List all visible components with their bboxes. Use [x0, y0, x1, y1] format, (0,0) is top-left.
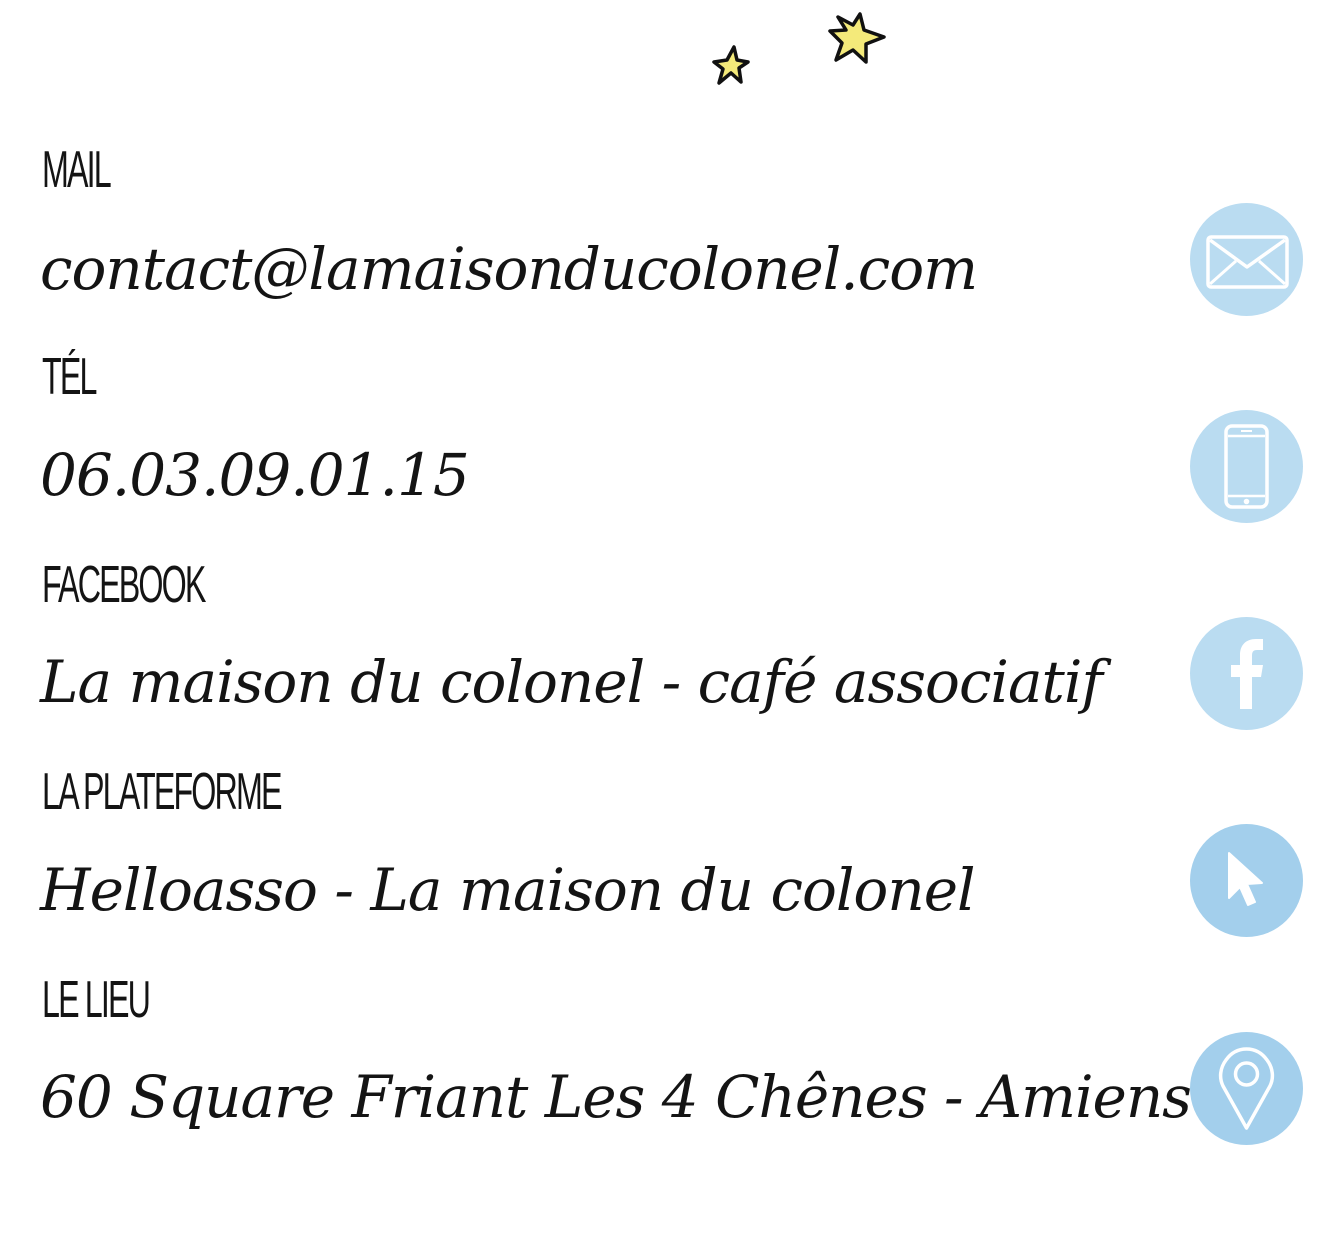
email-link[interactable]: contact@lamaisonducolonel.com	[40, 235, 978, 303]
location-label: LE LIEU	[42, 971, 151, 1029]
phone-button[interactable]	[1190, 410, 1303, 523]
facebook-link[interactable]: La maison du colonel - café associatif	[40, 648, 1103, 716]
large-star-icon	[828, 12, 886, 64]
address-link[interactable]: 60 Square Friant Les 4 Chênes - Amiens	[40, 1063, 1192, 1131]
platform-label: LA PLATEFORME	[42, 763, 282, 821]
platform-button[interactable]	[1190, 824, 1303, 937]
location-button[interactable]	[1190, 1032, 1303, 1145]
small-star-icon	[712, 45, 750, 85]
facebook-icon	[1190, 617, 1303, 730]
decorative-stars	[712, 12, 886, 85]
envelope-icon	[1190, 203, 1303, 316]
cursor-arrow-icon	[1190, 824, 1303, 937]
facebook-button[interactable]	[1190, 617, 1303, 730]
phone-number-link[interactable]: 06.03.09.01.15	[40, 441, 470, 509]
mail-label: MAIL	[42, 141, 112, 199]
email-button[interactable]	[1190, 203, 1303, 316]
facebook-label: FACEBOOK	[42, 556, 206, 614]
smartphone-icon	[1190, 410, 1303, 523]
phone-label: TÉL	[42, 348, 97, 406]
helloasso-link[interactable]: Helloasso - La maison du colonel	[40, 856, 976, 924]
map-pin-icon	[1190, 1032, 1303, 1145]
